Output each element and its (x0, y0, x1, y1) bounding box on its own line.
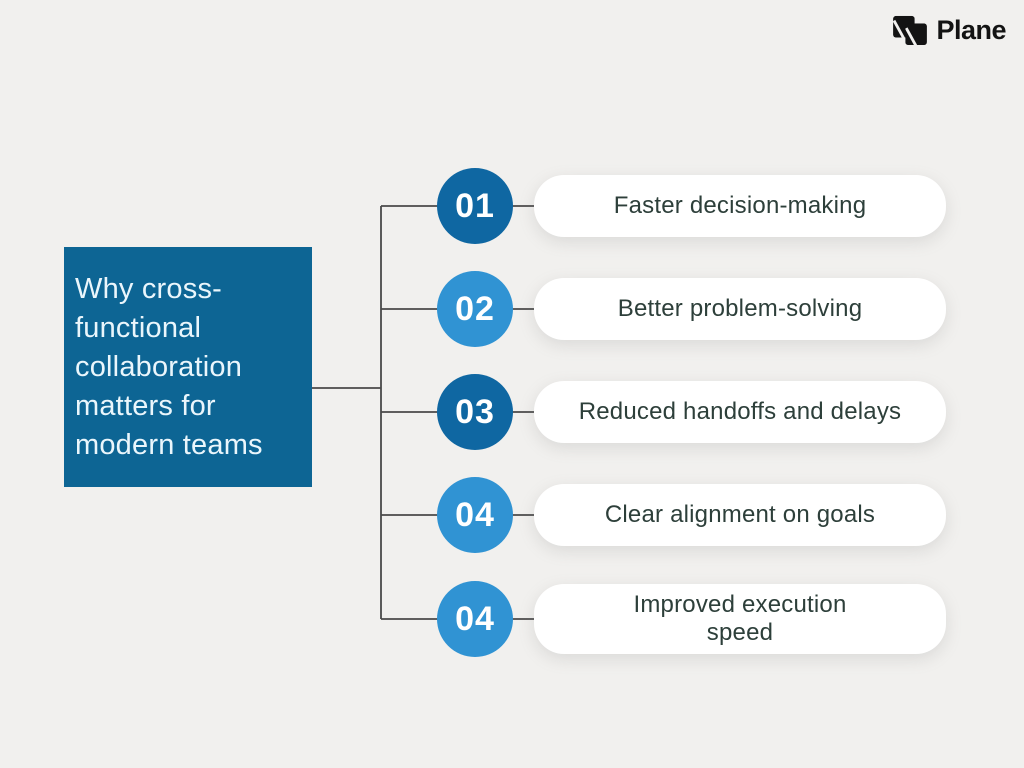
benefit-card-4: Clear alignment on goals (534, 484, 946, 546)
title-box: Why cross- functional collaboration matt… (64, 247, 312, 487)
plane-logo: Plane (891, 14, 1006, 46)
benefit-card-2: Better problem-solving (534, 278, 946, 340)
benefit-card-3: Reduced handoffs and delays (534, 381, 946, 443)
benefit-card-label: Faster decision-making (613, 192, 867, 219)
step-number: 03 (455, 392, 495, 431)
benefit-card-label: Reduced handoffs and delays (578, 398, 902, 425)
plane-logo-icon (893, 15, 928, 46)
step-circle-1: 01 (437, 168, 513, 244)
step-number: 01 (455, 186, 495, 225)
benefit-card-label: Improved execution speed (633, 591, 847, 646)
plane-logo-wordmark: Plane (936, 14, 1006, 45)
step-circle-5: 04 (437, 581, 513, 657)
benefit-card-1: Faster decision-making (534, 175, 946, 237)
benefit-card-5: Improved execution speed (534, 584, 946, 654)
step-number: 04 (455, 495, 495, 534)
title-line: Why cross- (75, 272, 222, 305)
title-line: modern teams (75, 428, 263, 461)
step-number: 04 (455, 599, 495, 638)
step-number: 02 (455, 289, 495, 328)
benefit-card-label: Better problem-solving (617, 295, 863, 322)
benefit-card-label: Clear alignment on goals (604, 501, 876, 528)
step-circle-2: 02 (437, 271, 513, 347)
step-circle-3: 03 (437, 374, 513, 450)
title-line: matters for (75, 389, 216, 422)
title-line: collaboration (75, 350, 243, 383)
step-circle-4: 04 (437, 477, 513, 553)
title-line: functional (75, 311, 202, 344)
